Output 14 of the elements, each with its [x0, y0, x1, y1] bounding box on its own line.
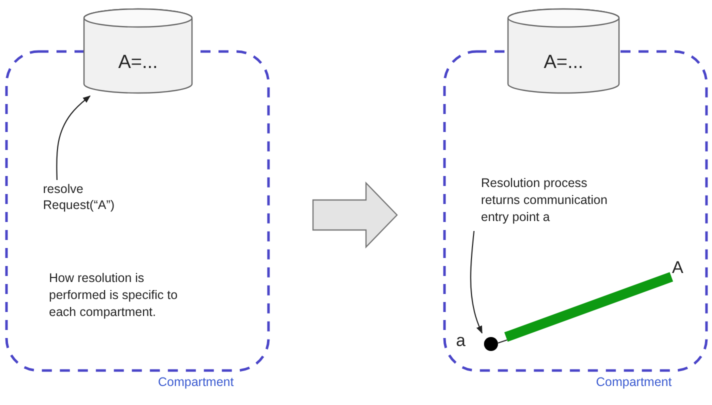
annotation-text: How resolution is performed is specific to each compartment.	[49, 270, 179, 321]
compartment-label: Compartment	[158, 375, 234, 389]
database-label: A=...	[117, 52, 159, 74]
annotation-text: resolve Request(“A”)	[43, 181, 116, 213]
annotation-text: Resolution process returns communication entry point a	[481, 175, 608, 226]
database-label: A=...	[542, 52, 584, 74]
endpoint-label: A	[672, 258, 684, 278]
entry-point-dot	[484, 337, 498, 351]
connector-line	[498, 339, 508, 344]
endpoint-label: a	[456, 331, 466, 351]
block-arrow	[312, 182, 398, 248]
arrow	[470, 230, 482, 334]
arrow	[56, 96, 91, 180]
compartment-label: Compartment	[596, 375, 672, 389]
